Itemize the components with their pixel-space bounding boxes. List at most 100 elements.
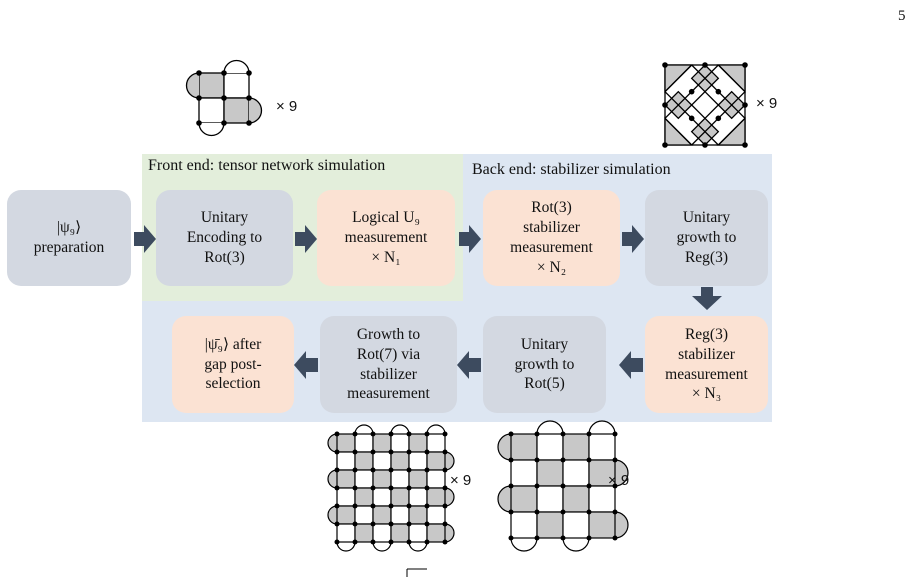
unitary-growth-reg3-box: Unitary growth to Reg(3) <box>645 190 768 286</box>
boundary-arc <box>354 424 374 435</box>
plaquette <box>588 511 616 539</box>
plaquette <box>336 451 356 471</box>
qubit-dot <box>424 539 430 545</box>
reg3-stabilizer-measurement-box: Reg(3) stabilizer measurement × N₃ <box>645 316 768 413</box>
boundary-arc <box>408 541 428 552</box>
qubit-dot <box>370 539 376 545</box>
back-end-label: Back end: stabilizer simulation <box>472 161 671 178</box>
qubit-dot <box>442 503 448 509</box>
boundary-arc <box>536 420 564 435</box>
qubit-dot <box>534 483 540 489</box>
box-line: growth to <box>676 229 737 247</box>
qubit-dot <box>560 483 566 489</box>
plaquette <box>354 469 374 489</box>
qubit-dot <box>370 485 376 491</box>
plaquette <box>408 523 428 543</box>
rot7-lattice-diagram <box>327 424 455 552</box>
plaquette <box>588 433 616 461</box>
plaquette <box>354 505 374 525</box>
psi9-preparation-box: |ψ₉⟩ preparation <box>7 190 131 286</box>
plaquette <box>536 511 564 539</box>
boundary-arc <box>497 485 512 513</box>
rot5-multiplier: × 9 <box>608 472 630 489</box>
qubit-dot <box>388 431 394 437</box>
box-line: stabilizer <box>360 365 417 383</box>
box-line: Rot(3) <box>531 199 572 217</box>
plaquette <box>510 433 538 461</box>
reg3-lattice-diagram <box>662 62 748 148</box>
box-line: Rot(5) <box>524 375 565 393</box>
plaquette <box>408 469 428 489</box>
plaquette <box>510 485 538 513</box>
plaquette <box>354 487 374 507</box>
growth-rot7-box: Growth to Rot(7) via stabilizer measurem… <box>320 316 457 413</box>
qubit-dot <box>370 467 376 473</box>
boundary-arc <box>426 424 446 435</box>
rot7-multiplier: × 9 <box>450 472 472 489</box>
plaquette <box>408 487 428 507</box>
qubit-dot <box>560 457 566 463</box>
page-number: 5 <box>898 8 906 24</box>
qubit-dot <box>352 431 358 437</box>
box-line: Unitary <box>682 209 731 227</box>
final-state-box: |ψ̄₉⟩ after gap post- selection <box>172 316 294 413</box>
box-line: |ψ̄₉⟩ after <box>204 335 262 353</box>
plaquette <box>390 433 410 453</box>
box-line: Unitary <box>520 335 569 353</box>
box-line: growth to <box>514 355 575 373</box>
box-line: Encoding to <box>186 229 263 247</box>
plaquette <box>336 523 356 543</box>
box-line: selection <box>205 375 261 393</box>
left-arrow-icon <box>457 351 481 379</box>
box-line: Reg(3) <box>684 248 729 266</box>
left-arrow-icon <box>294 351 318 379</box>
rot5-lattice-diagram <box>497 420 629 552</box>
boundary-arc <box>327 469 338 489</box>
plaquette <box>336 433 356 453</box>
box-line: × N₃ <box>691 385 722 403</box>
qubit-dot <box>534 457 540 463</box>
down-arrow-icon <box>692 287 722 310</box>
qubit-dot <box>508 483 514 489</box>
qubit-dot <box>586 535 592 541</box>
plaquette <box>562 511 590 539</box>
plaquette <box>372 487 392 507</box>
qubit-dot <box>352 503 358 509</box>
qubit-dot <box>612 431 618 437</box>
qubit-dot <box>352 449 358 455</box>
reg3-multiplier: × 9 <box>756 95 778 112</box>
qubit-dot <box>388 467 394 473</box>
qubit-dot <box>388 521 394 527</box>
box-line: measurement <box>665 365 748 383</box>
qubit-dot <box>612 457 618 463</box>
boundary-arc <box>390 424 410 435</box>
qubit-dot <box>388 503 394 509</box>
plaquette <box>354 433 374 453</box>
plaquette <box>372 523 392 543</box>
qubit-dot <box>508 509 514 515</box>
qubit-dot <box>334 467 340 473</box>
boundary-arc <box>327 505 338 525</box>
qubit-dot <box>586 483 592 489</box>
qubit-dot <box>370 449 376 455</box>
plaquette <box>354 451 374 471</box>
qubit-dot <box>352 485 358 491</box>
plaquette <box>390 487 410 507</box>
qubit-dot <box>388 449 394 455</box>
right-arrow-icon <box>295 225 317 253</box>
plaquette <box>408 433 428 453</box>
qubit-dot <box>406 431 412 437</box>
plaquette <box>390 451 410 471</box>
qubit-dot <box>370 503 376 509</box>
plaquette <box>372 451 392 471</box>
box-line: gap post- <box>204 355 262 373</box>
box-line: measurement <box>344 229 428 247</box>
qubit-dot <box>424 485 430 491</box>
qubit-dot <box>586 431 592 437</box>
plaquette <box>336 505 356 525</box>
plaquette <box>336 487 356 507</box>
box-line: Reg(3) <box>684 325 729 343</box>
boundary-arc <box>444 451 455 471</box>
boundary-arc <box>336 541 356 552</box>
